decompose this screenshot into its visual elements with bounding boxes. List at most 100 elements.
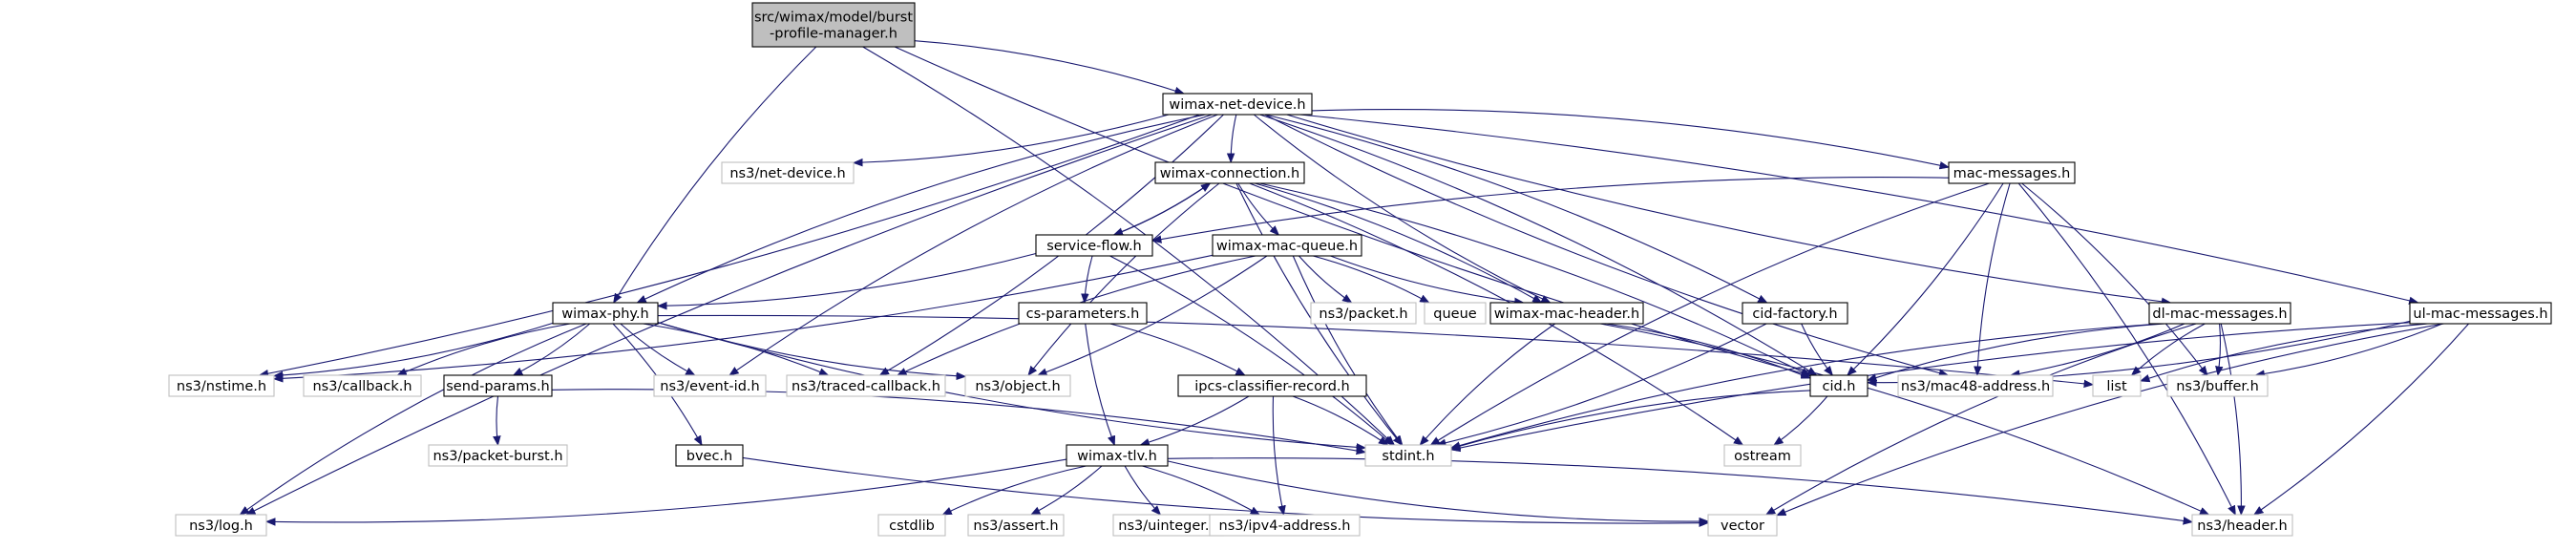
edge-wimax-mac-queue-to-ns3-packet	[1298, 255, 1351, 303]
edge-ul-mac-messages-to-vector	[1777, 323, 2444, 517]
edge-dl-mac-messages-to-ns3-header	[2220, 323, 2241, 515]
node-box	[303, 374, 422, 397]
edge-wimax-net-device-to-ul-mac-messages	[1299, 114, 2418, 303]
node-wimax-phy[interactable]: wimax-phy.h	[552, 302, 659, 325]
edge-ul-mac-messages-to-ns3-buffer	[2255, 323, 2443, 375]
edge-wimax-phy-to-ns3-traced-callback	[643, 323, 829, 376]
node-ostream: ostream	[1723, 444, 1802, 467]
node-ns3-object: ns3/object.h	[964, 374, 1071, 397]
node-box	[175, 514, 267, 537]
edge-dl-mac-messages-to-stdint	[1451, 323, 2161, 448]
edge-ipcs-classifier-record-to-stdint	[1292, 395, 1388, 445]
edge-wimax-mac-header-to-ns3-header	[1599, 323, 2208, 516]
node-bvec[interactable]: bvec.h	[675, 444, 744, 467]
node-label: ul-mac-messages.h	[2413, 307, 2547, 322]
node-box	[1018, 302, 1148, 325]
node-cid-factory[interactable]: cid-factory.h	[1742, 302, 1848, 325]
edge-cs-parameters-to-ipcs-classifier-record	[1109, 323, 1245, 375]
node-ns3-packet-burst: ns3/packet-burst.h	[428, 444, 568, 467]
nodes: src/wimax/model/burst-profile-manager.h w…	[168, 2, 2552, 537]
edge-root-to-wimax-net-device	[914, 40, 1184, 94]
node-label: wimax-phy.h	[561, 307, 648, 322]
node-label: dl-mac-messages.h	[2152, 307, 2287, 322]
edge-wimax-phy-to-send-params	[514, 323, 591, 375]
node-box	[964, 374, 1071, 397]
edge-wimax-connection-to-ns3-object	[1028, 182, 1220, 375]
node-label: ns3/object.h	[975, 379, 1060, 394]
node-box	[2166, 374, 2269, 397]
node-cid[interactable]: cid.h	[1809, 374, 1869, 397]
node-ns3-assert: ns3/assert.h	[967, 514, 1065, 537]
node-label: list	[2106, 379, 2127, 394]
node-wimax-tlv[interactable]: wimax-tlv.h	[1066, 444, 1169, 467]
edge-mac-messages-to-stdint	[1431, 182, 1990, 445]
edge-service-flow-to-wimax-connection	[1113, 183, 1211, 236]
node-label: ostream	[1734, 449, 1791, 464]
node-box	[1035, 234, 1153, 257]
node-box	[168, 374, 275, 397]
node-box	[1489, 302, 1644, 325]
node-ns3-callback: ns3/callback.h	[303, 374, 422, 397]
node-ns3-net-device: ns3/net-device.h	[721, 161, 855, 184]
node-box	[2191, 514, 2293, 537]
node-dl-mac-messages[interactable]: dl-mac-messages.h	[2148, 302, 2291, 325]
node-label: ns3/traced-callback.h	[792, 379, 940, 394]
edge-wimax-phy-to-stdint	[657, 322, 1365, 448]
node-label: ns3/buffer.h	[2176, 379, 2259, 394]
node-ul-mac-messages[interactable]: ul-mac-messages.h	[2409, 302, 2552, 325]
node-ns3-uinteger: ns3/uinteger.h	[1112, 514, 1224, 537]
edge-ul-mac-messages-to-stdint	[1451, 322, 2411, 450]
node-label: ns3/callback.h	[312, 379, 412, 394]
node-label: send-params.h	[446, 379, 550, 394]
node-queue: queue	[1424, 302, 1487, 325]
edge-mac-messages-to-ns3-buffer	[2021, 182, 2207, 375]
node-ns3-event-id: ns3/event-id.h	[653, 374, 767, 397]
node-box	[721, 161, 855, 184]
node-wimax-mac-queue[interactable]: wimax-mac-queue.h	[1212, 234, 1362, 257]
node-mac-messages[interactable]: mac-messages.h	[1948, 161, 2076, 184]
node-ns3-nstime: ns3/nstime.h	[168, 374, 275, 397]
node-wimax-net-device[interactable]: wimax-net-device.h	[1162, 93, 1313, 116]
edge-service-flow-to-wimax-phy	[658, 252, 1037, 307]
node-service-flow[interactable]: service-flow.h	[1035, 234, 1153, 257]
node-send-params[interactable]: send-params.h	[443, 374, 553, 397]
node-label: stdint.h	[1382, 449, 1434, 464]
node-ns3-ipv4-address: ns3/ipv4-address.h	[1209, 514, 1361, 537]
node-label: ns3/ipv4-address.h	[1219, 518, 1351, 534]
edge-wimax-net-device-to-ns3-log	[246, 114, 1213, 515]
edge-dl-mac-messages-to-ns3-mac48-address	[2011, 323, 2185, 375]
node-box	[1948, 161, 2076, 184]
edge-dl-mac-messages-to-vector	[1766, 323, 2197, 515]
node-box	[1177, 374, 1367, 397]
node-label: -profile-manager.h	[770, 27, 897, 42]
node-wimax-connection[interactable]: wimax-connection.h	[1154, 161, 1305, 184]
node-cs-parameters[interactable]: cs-parameters.h	[1018, 302, 1148, 325]
edge-wimax-net-device-to-cid-factory	[1265, 114, 1766, 303]
node-label: ns3/mac48-address.h	[1901, 379, 2050, 394]
edge-wimax-net-device-to-ns3-event-id	[729, 114, 1218, 375]
node-root[interactable]: src/wimax/model/burst-profile-manager.h	[751, 2, 916, 48]
edge-wimax-tlv-to-vector	[1167, 460, 1708, 521]
node-box	[1809, 374, 1869, 397]
edge-ipcs-classifier-record-to-wimax-tlv	[1141, 395, 1250, 445]
node-box	[2092, 374, 2142, 397]
edge-wimax-connection-to-service-flow	[1114, 182, 1211, 235]
node-label: ipcs-classifier-record.h	[1194, 379, 1349, 394]
edge-dl-mac-messages-to-cid	[1868, 323, 2165, 380]
node-box	[1162, 93, 1313, 116]
node-box	[877, 514, 946, 537]
node-ns3-mac48-address: ns3/mac48-address.h	[1897, 374, 2054, 397]
node-box	[1209, 514, 1361, 537]
node-label: wimax-tlv.h	[1077, 449, 1157, 464]
node-label: src/wimax/model/burst	[754, 11, 913, 26]
node-ipcs-classifier-record[interactable]: ipcs-classifier-record.h	[1177, 374, 1367, 397]
edge-wimax-tlv-to-cstdlib	[942, 465, 1087, 515]
node-wimax-mac-header[interactable]: wimax-mac-header.h	[1489, 302, 1644, 325]
edge-bvec-to-vector	[742, 456, 1708, 523]
edge-mac-messages-to-service-flow	[1152, 177, 1950, 242]
edge-wimax-tlv-to-ns3-uinteger	[1124, 465, 1160, 515]
node-ns3-packet: ns3/packet.h	[1310, 302, 1417, 325]
edge-wimax-net-device-to-wimax-mac-header	[1253, 114, 1550, 303]
edge-wimax-mac-header-to-cid	[1606, 323, 1810, 379]
